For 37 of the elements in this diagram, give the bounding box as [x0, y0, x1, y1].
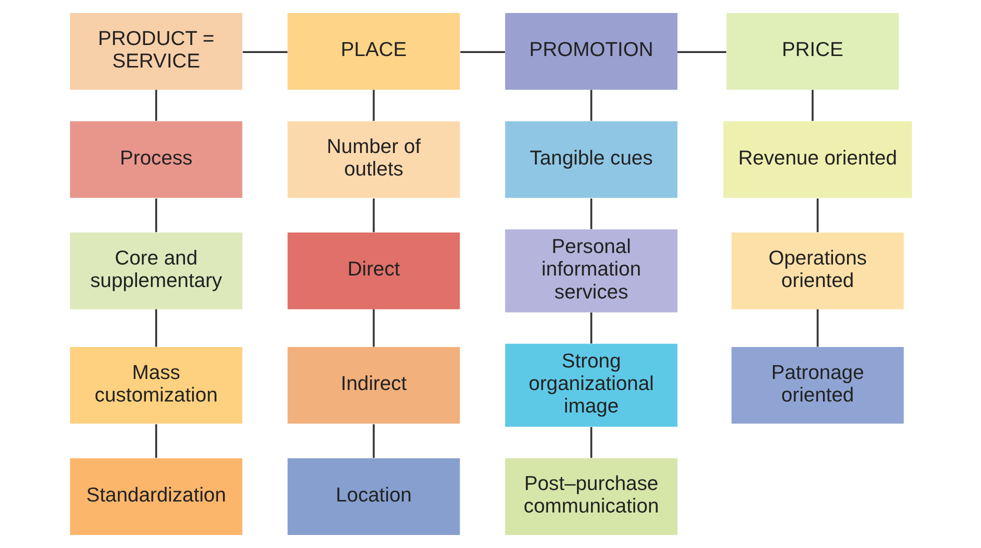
- node-box: PLACE: [287, 13, 460, 90]
- connector: [816, 198, 818, 232]
- node-box: Core and supplementary: [70, 232, 242, 310]
- node-box: Process: [70, 121, 242, 198]
- node-box: Personal information services: [504, 229, 677, 312]
- connector: [154, 90, 157, 121]
- connector: [460, 51, 504, 53]
- node-box: Number of outlets: [287, 121, 460, 198]
- connector: [811, 90, 814, 121]
- node-box: Location: [287, 458, 460, 535]
- connector: [677, 51, 726, 53]
- node-box: Indirect: [287, 346, 460, 424]
- connector: [590, 90, 592, 121]
- node-box: Operations oriented: [731, 232, 904, 310]
- node-box: Post–purchase communication: [504, 458, 677, 535]
- node-box: Direct: [287, 232, 460, 310]
- connector: [372, 309, 374, 347]
- node-box: PRODUCT = SERVICE: [70, 13, 242, 90]
- node-box: Patronage oriented: [731, 346, 904, 424]
- connector: [816, 309, 818, 347]
- node-box: Revenue oriented: [722, 121, 912, 198]
- connector: [372, 90, 374, 121]
- connector: [590, 312, 592, 344]
- node-box: Tangible cues: [504, 121, 677, 198]
- node-box: Standardization: [70, 458, 242, 535]
- connector: [154, 424, 157, 458]
- connector: [154, 198, 157, 232]
- node-box: Strong organizational image: [504, 344, 677, 427]
- node-box: PRICE: [726, 13, 898, 90]
- connector: [372, 424, 374, 458]
- node-box: PROMOTION: [504, 13, 677, 90]
- connector: [242, 51, 287, 53]
- connector: [154, 309, 157, 347]
- node-box: Mass customization: [70, 346, 242, 424]
- connector: [590, 427, 592, 458]
- connector: [372, 198, 374, 232]
- connector: [590, 198, 592, 230]
